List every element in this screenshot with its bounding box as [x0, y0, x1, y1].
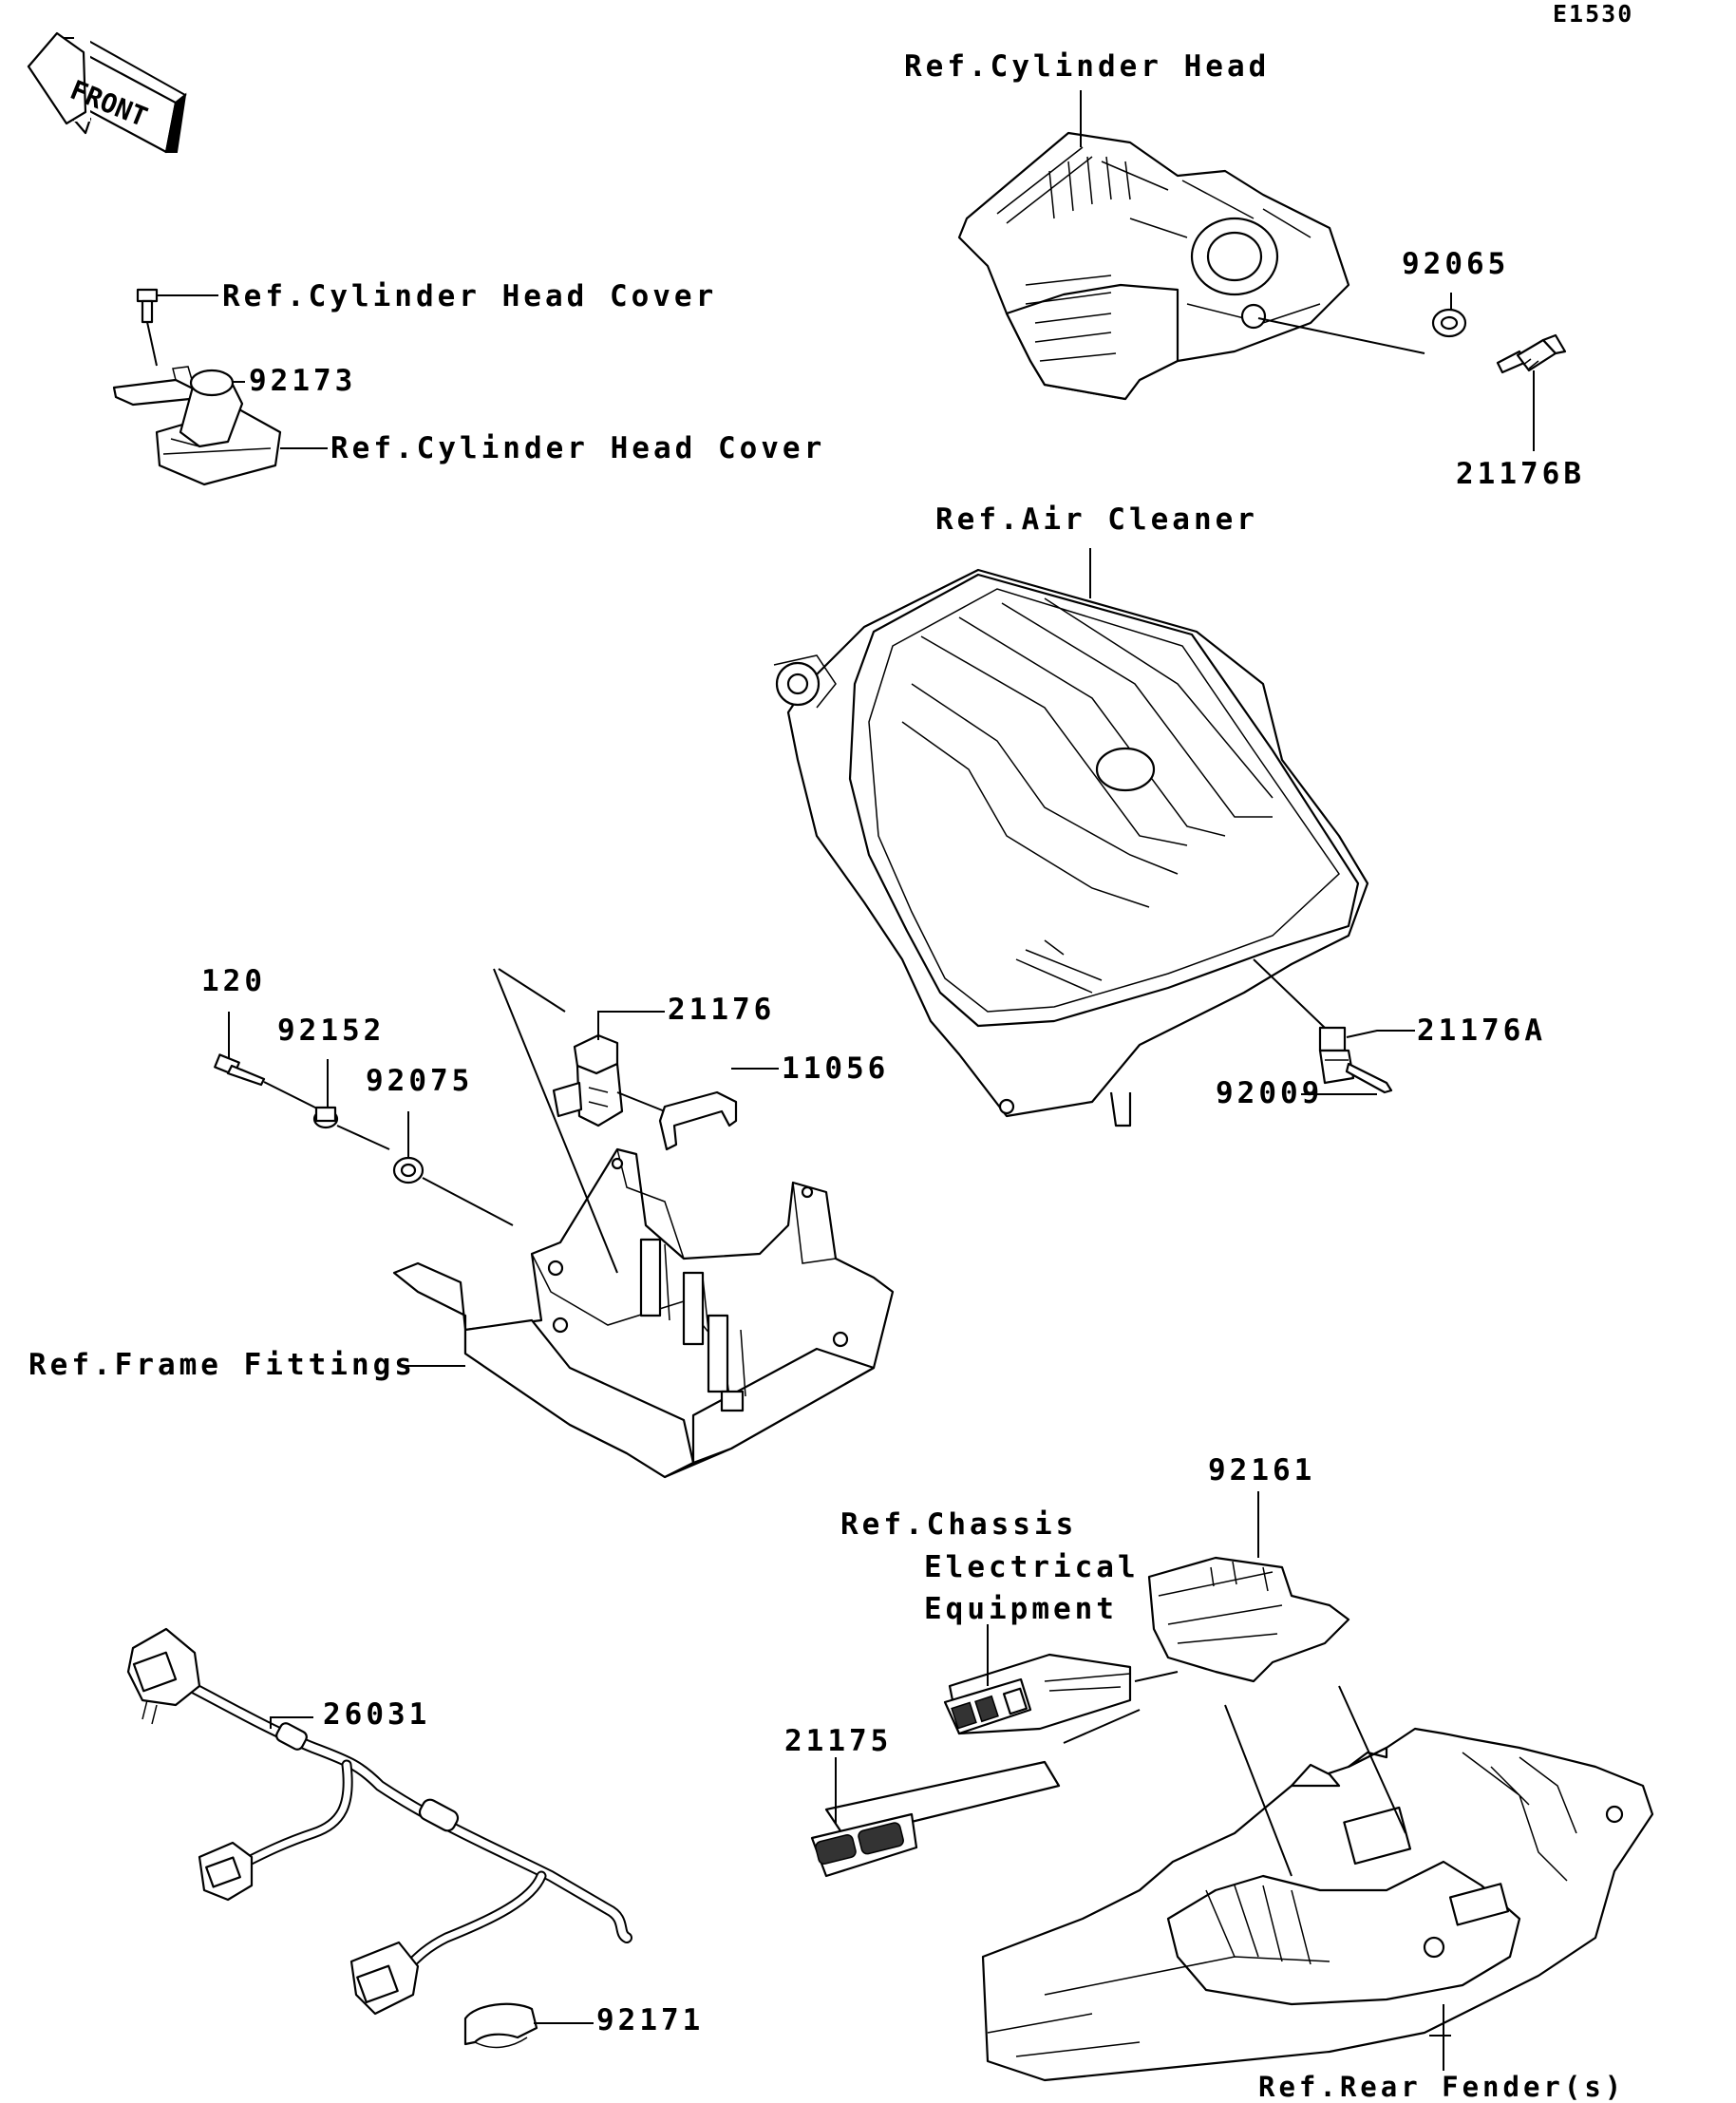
- bracket-92173-drawing: [112, 366, 197, 407]
- label-ref-air-cleaner: Ref.Air Cleaner: [935, 502, 1258, 537]
- label-ref-chassis-line1: Ref.Chassis: [840, 1507, 1078, 1542]
- label-part-92173: 92173: [249, 364, 357, 398]
- diagram-code: E1530: [1553, 0, 1634, 28]
- ecu-21175-drawing: [810, 1760, 1061, 1878]
- label-part-21176: 21176: [668, 993, 776, 1027]
- frame-fittings-tray-drawing: [392, 1147, 895, 1479]
- wire-harness-26031-drawing: [126, 1627, 632, 2016]
- bolt-120-drawing: [214, 1053, 266, 1087]
- cylinder-head-drawing: [957, 131, 1350, 401]
- front-direction-arrow-icon: FRONT: [27, 31, 187, 154]
- rear-fender-drawing: [981, 1727, 1654, 2082]
- label-ref-cylinder-head-cover-lower: Ref.Cylinder Head Cover: [330, 431, 826, 465]
- washer-92065-drawing: [1431, 308, 1467, 338]
- label-part-92152: 92152: [277, 1014, 386, 1048]
- label-ref-chassis-line3: Equipment: [924, 1592, 1118, 1626]
- label-part-11056: 11056: [782, 1052, 890, 1086]
- label-part-21176a: 21176A: [1417, 1014, 1546, 1048]
- sensor-21176a-drawing: [1318, 1026, 1355, 1085]
- label-part-92065: 92065: [1402, 247, 1510, 281]
- screw-92009-drawing: [1345, 1062, 1393, 1094]
- label-part-21175: 21175: [784, 1724, 893, 1758]
- grommet-92075-drawing: [392, 1156, 425, 1184]
- label-ref-rear-fender: Ref.Rear Fender(s): [1258, 2071, 1626, 2103]
- sensor-21176-drawing: [552, 1033, 624, 1127]
- label-ref-cylinder-head: Ref.Cylinder Head: [904, 49, 1271, 84]
- label-part-92171: 92171: [596, 2003, 705, 2037]
- sensor-21176b-drawing: [1496, 333, 1567, 374]
- label-part-92075: 92075: [366, 1064, 474, 1098]
- collar-92152-drawing: [312, 1106, 339, 1129]
- label-part-120: 120: [201, 964, 266, 998]
- label-ref-chassis-line2: Electrical: [924, 1550, 1140, 1584]
- label-ref-cylinder-head-cover-upper: Ref.Cylinder Head Cover: [222, 279, 718, 313]
- bolt-drawing-head-cover: [136, 288, 159, 324]
- label-part-92161: 92161: [1208, 1453, 1316, 1487]
- ecu-cover-92161-drawing: [1147, 1556, 1350, 1683]
- cylinder-head-cover-plate-drawing: [155, 369, 282, 486]
- clamp-92171-drawing: [463, 2002, 538, 2049]
- label-ref-frame-fittings: Ref.Frame Fittings: [28, 1348, 416, 1382]
- label-part-26031: 26031: [323, 1697, 431, 1732]
- air-cleaner-drawing: [773, 568, 1369, 1127]
- chassis-electrical-unit-drawing: [943, 1653, 1132, 1735]
- label-part-21176b: 21176B: [1456, 457, 1585, 491]
- bracket-11056-drawing: [658, 1090, 738, 1151]
- label-part-92009: 92009: [1216, 1076, 1324, 1110]
